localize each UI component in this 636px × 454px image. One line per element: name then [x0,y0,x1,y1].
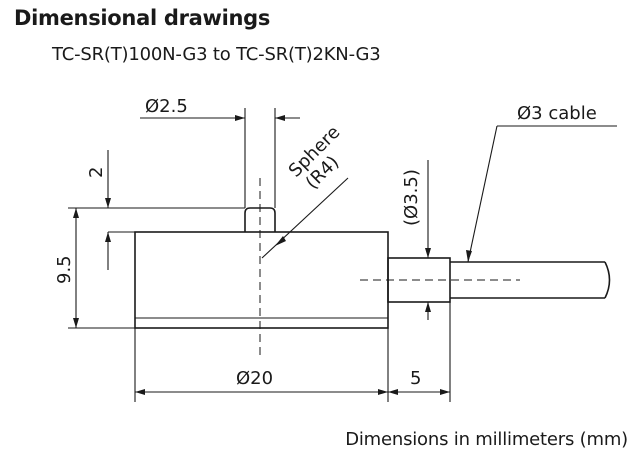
arrow [440,389,450,395]
arrow [378,389,388,395]
overall-height-label: 9.5 [54,255,75,284]
tip-diameter-label: Ø2.5 [145,96,188,117]
cable-leader-line [467,125,498,263]
section-heading: Dimensional drawings [14,6,271,30]
arrow [388,389,398,395]
cable-label: Ø3 cable [517,103,597,124]
arrow [235,115,245,121]
arrow [105,232,111,242]
arrow [275,115,285,121]
arrow [425,302,431,312]
cable-cut-end [604,261,611,299]
units-note: Dimensions in millimeters (mm) [345,429,628,450]
arrow [135,389,145,395]
arrow [73,208,79,218]
sensor-body [134,231,389,329]
arrow [425,248,431,258]
arrow [105,198,111,208]
tip-height-label: 2 [86,167,107,178]
neck-diameter-label: (Ø3.5) [401,169,422,226]
neck-length-label: 5 [410,368,421,389]
arrow [275,236,286,246]
arrow [466,250,472,262]
model-range-subtitle: TC-SR(T)100N-G3 to TC-SR(T)2KN-G3 [52,44,381,65]
arrow [73,318,79,328]
body-diameter-label: Ø20 [236,368,273,389]
